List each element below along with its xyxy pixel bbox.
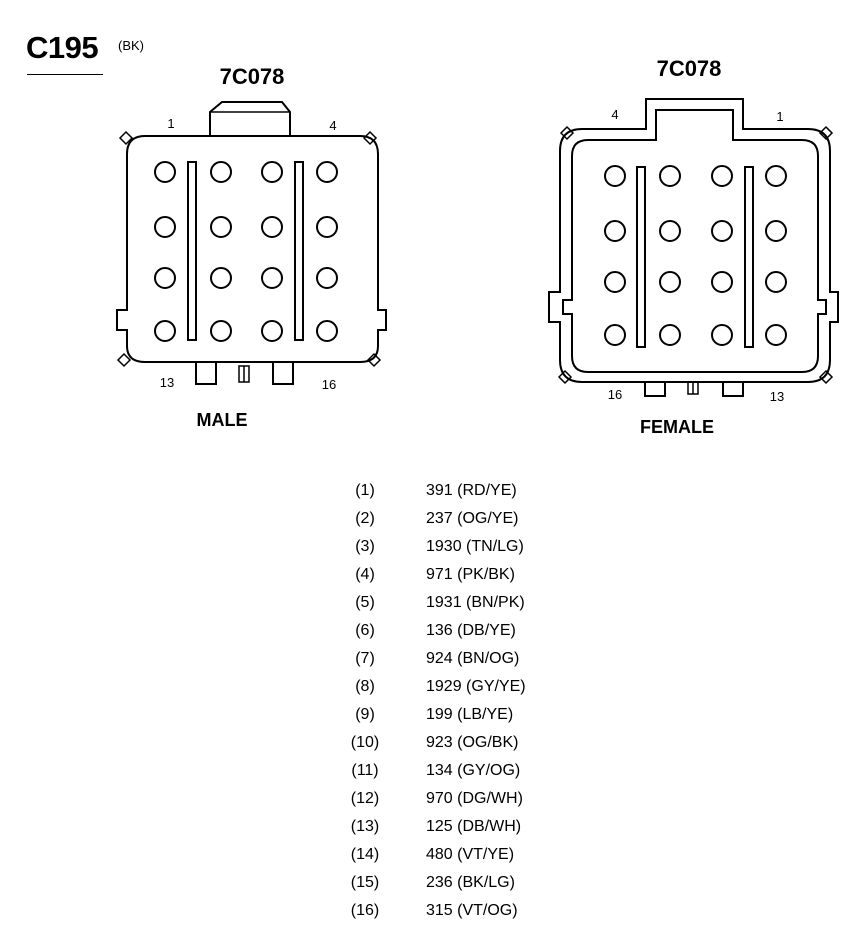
connector-id: C195 — [26, 30, 99, 65]
female-body-outer — [548, 98, 839, 383]
circuit-value: 236 (BK/LG) — [426, 874, 515, 891]
female-label: FEMALE — [640, 417, 714, 437]
male-body — [116, 135, 387, 363]
male-pin-label-13: 13 — [160, 375, 174, 390]
circuit-value: 134 (GY/OG) — [426, 762, 521, 779]
pin-number: (6) — [355, 622, 375, 639]
circuit-value: 315 (VT/OG) — [426, 902, 518, 919]
pinout-row: (9) 199 (LB/YE) — [340, 706, 600, 730]
pin-number: (5) — [355, 594, 375, 611]
pin-number: (9) — [355, 706, 375, 723]
female-body-inner — [562, 109, 827, 373]
connector-color: (BK) — [118, 38, 144, 53]
pin-number: (1) — [355, 482, 375, 499]
pinout-row: (2) 237 (OG/YE) — [340, 510, 600, 534]
male-connector: 7C078 1 4 13 16 MALE — [116, 64, 387, 430]
pinout-row: (12) 970 (DG/WH) — [340, 790, 600, 814]
pinout-row: (11) 134 (GY/OG) — [340, 762, 600, 786]
circuit-value: 1929 (GY/YE) — [426, 678, 526, 695]
connector-diagrams: 7C078 1 4 13 16 MALE 7C078 — [116, 56, 839, 437]
pin-number: (10) — [350, 734, 380, 751]
pinout-row: (1) 391 (RD/YE) — [340, 482, 600, 506]
circuit-value: 125 (DB/WH) — [426, 818, 522, 835]
circuit-value: 1930 (TN/LG) — [426, 538, 524, 555]
pin-number: (11) — [351, 762, 379, 779]
female-pin-label-4: 4 — [611, 107, 618, 122]
female-pin-cavities — [604, 165, 787, 346]
pin-number: (2) — [355, 510, 375, 527]
male-part-number: 7C078 — [220, 64, 285, 89]
pinout-row: (3) 1930 (TN/LG) — [340, 538, 600, 562]
circuit-value: 480 (VT/YE) — [426, 846, 515, 863]
pin-number: (7) — [355, 650, 375, 667]
male-pin-cavities — [154, 161, 338, 342]
male-locking-tab — [209, 101, 291, 136]
male-pin-label-4: 4 — [329, 118, 336, 133]
female-pin-label-1: 1 — [776, 109, 783, 124]
pinout-row: (16) 315 (VT/OG) — [340, 902, 600, 926]
female-connector: 7C078 4 1 16 13 FEMALE — [548, 56, 839, 437]
circuit-value: 971 (PK/BK) — [426, 566, 515, 583]
pinout-row: (13) 125 (DB/WH) — [340, 818, 600, 842]
circuit-value: 237 (OG/YE) — [426, 510, 519, 527]
pinout-row: (8) 1929 (GY/YE) — [340, 678, 600, 702]
pinout-row: (15) 236 (BK/LG) — [340, 874, 600, 898]
pin-number: (4) — [355, 566, 375, 583]
female-pin-label-16: 16 — [608, 387, 622, 402]
pin-number: (15) — [350, 874, 380, 891]
circuit-value: 923 (OG/BK) — [426, 734, 519, 751]
female-part-number: 7C078 — [657, 56, 722, 81]
male-pin-label-1: 1 — [167, 116, 174, 131]
pinout-row: (6) 136 (DB/YE) — [340, 622, 600, 646]
female-pin-label-13: 13 — [770, 389, 784, 404]
pinout-row: (4) 971 (PK/BK) — [340, 566, 600, 590]
circuit-value: 136 (DB/YE) — [426, 622, 516, 639]
pin-number: (12) — [350, 790, 380, 807]
circuit-value: 924 (BN/OG) — [426, 650, 520, 667]
circuit-value: 391 (RD/YE) — [426, 482, 517, 499]
pinout-row: (10) 923 (OG/BK) — [340, 734, 600, 758]
circuit-value: 199 (LB/YE) — [426, 706, 514, 723]
male-pin-label-16: 16 — [322, 377, 336, 392]
pin-number: (14) — [350, 846, 380, 863]
pinout-row: (14) 480 (VT/YE) — [340, 846, 600, 870]
pinout-row: (7) 924 (BN/OG) — [340, 650, 600, 674]
connector-id-underline — [27, 74, 103, 75]
pin-number: (16) — [350, 902, 380, 919]
circuit-value: 1931 (BN/PK) — [426, 594, 525, 611]
pin-number: (13) — [350, 818, 380, 835]
pinout-row: (5) 1931 (BN/PK) — [340, 594, 600, 618]
pin-number: (8) — [355, 678, 375, 695]
male-label: MALE — [197, 410, 248, 430]
circuit-value: 970 (DG/WH) — [426, 790, 523, 807]
pin-number: (3) — [355, 538, 375, 555]
